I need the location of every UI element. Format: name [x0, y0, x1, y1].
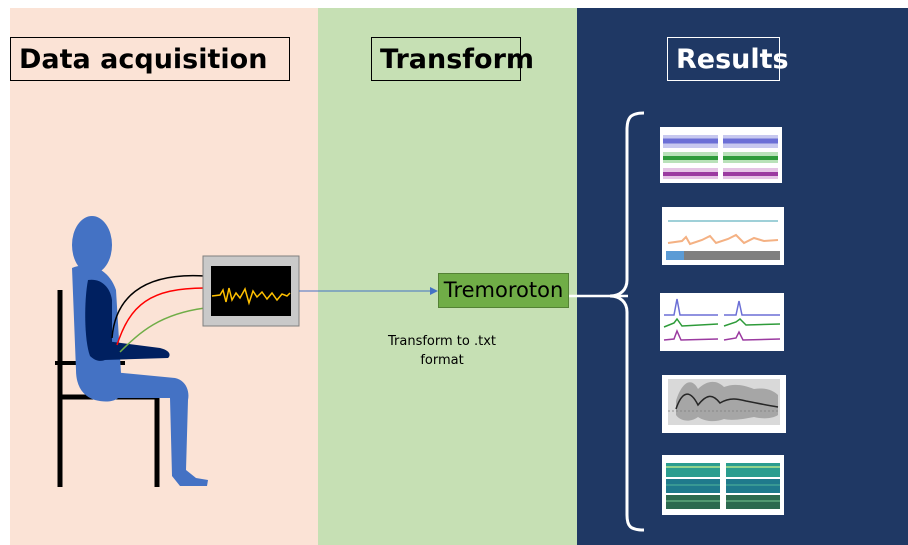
result-thumbnail-2 [662, 207, 784, 265]
frequency-peaks-plot-icon [663, 298, 781, 341]
tremoroton-box: Tremoroton [438, 273, 569, 308]
spectrum-plot-icon [663, 135, 778, 179]
result-thumbnail-3 [660, 293, 784, 351]
monitor-icon [202, 255, 300, 327]
timeseries-plot-icon [666, 220, 780, 260]
transform-title: Transform [371, 37, 534, 81]
confidence-band-plot-icon [668, 379, 780, 425]
caption-line-1: Transform to .txt [388, 334, 496, 349]
transform-caption: Transform to .txt format [372, 332, 512, 370]
caption-line-2: format [420, 353, 464, 368]
result-thumbnail-1 [660, 127, 782, 183]
results-brace [609, 111, 645, 532]
results-title: Results [667, 37, 789, 81]
acquisition-title: Data acquisition [10, 37, 290, 81]
result-thumbnail-4 [662, 375, 786, 433]
result-thumbnail-5 [662, 455, 784, 515]
electrode-wires [111, 274, 206, 353]
seated-person-icon [72, 216, 208, 486]
spectrogram-plot-icon [666, 463, 780, 509]
